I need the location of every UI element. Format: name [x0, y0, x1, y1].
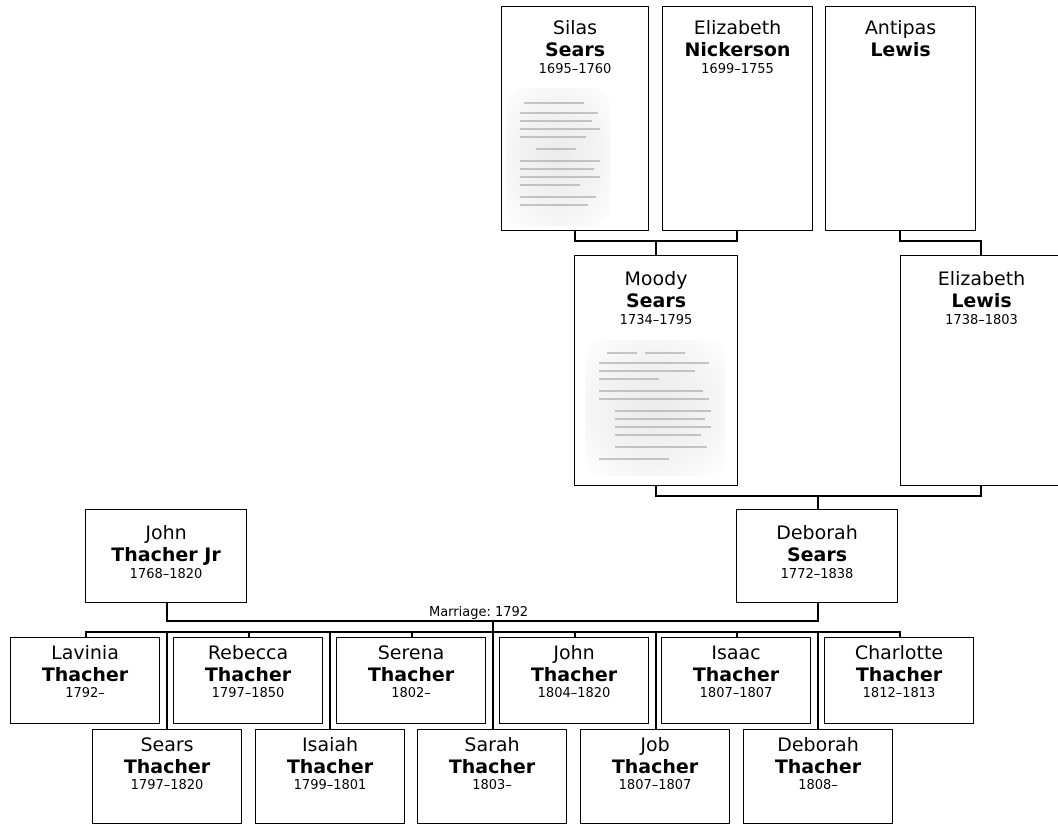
given-name: Deborah	[776, 522, 858, 544]
connector-line	[492, 620, 494, 632]
surname: Thacher	[611, 756, 699, 778]
connector-line	[329, 631, 331, 730]
life-dates: 1772–1838	[780, 567, 854, 582]
child-box[interactable]: Rebecca Thacher 1797–1850	[173, 637, 323, 724]
surname: Thacher	[774, 756, 862, 778]
person-box-antipas-lewis[interactable]: Antipas Lewis	[825, 6, 976, 231]
connector-line	[574, 230, 576, 241]
connector-line	[655, 240, 657, 256]
life-dates: 1807–1807	[618, 778, 692, 793]
life-dates: 1695–1760	[538, 62, 612, 77]
connector-line	[166, 631, 168, 730]
given-name: Deborah	[777, 734, 859, 756]
child-box[interactable]: Lavinia Thacher 1792–	[10, 637, 160, 724]
surname: Nickerson	[684, 39, 791, 61]
connector-line	[899, 230, 901, 241]
surname: Thacher	[286, 756, 374, 778]
child-box[interactable]: Sarah Thacher 1803–	[417, 729, 567, 824]
connector-line	[980, 485, 982, 496]
surname: Thacher	[448, 756, 536, 778]
person-box-silas-sears[interactable]: Silas Sears 1695–1760	[501, 6, 649, 231]
surname: Thacher Jr	[111, 544, 221, 566]
life-dates: 1738–1803	[945, 313, 1018, 328]
given-name: John	[553, 642, 595, 664]
surname: Sears	[786, 544, 848, 566]
life-dates: 1699–1755	[701, 62, 774, 77]
life-dates: 1808–	[798, 778, 838, 793]
given-name: Serena	[377, 642, 445, 664]
child-box[interactable]: Serena Thacher 1802–	[336, 637, 486, 724]
life-dates: 1792–	[65, 686, 105, 701]
surname: Thacher	[530, 664, 618, 686]
given-name: Rebecca	[207, 642, 289, 664]
surname: Thacher	[204, 664, 292, 686]
given-name: Sears	[140, 734, 194, 756]
given-name: Antipas	[864, 17, 937, 39]
child-box[interactable]: Deborah Thacher 1808–	[743, 729, 893, 824]
person-box-elizabeth-lewis[interactable]: Elizabeth Lewis 1738–1803	[900, 255, 1058, 486]
given-name: Silas	[552, 17, 598, 39]
connector-line	[655, 631, 657, 730]
connector-line	[736, 230, 738, 241]
child-box[interactable]: Isaac Thacher 1807–1807	[661, 637, 811, 724]
document-thumbnail[interactable]	[585, 340, 725, 476]
given-name: Isaac	[711, 642, 761, 664]
life-dates: 1734–1795	[619, 313, 693, 328]
connector-line	[899, 240, 982, 242]
life-dates: 1768–1820	[129, 567, 203, 582]
surname: Lewis	[951, 290, 1012, 312]
surname: Thacher	[41, 664, 129, 686]
connector-line	[899, 631, 901, 638]
given-name: Sarah	[464, 734, 520, 756]
connector-line	[85, 631, 87, 638]
person-box-moody-sears[interactable]: Moody Sears 1734–1795	[574, 255, 738, 486]
connector-line	[492, 631, 494, 730]
child-box[interactable]: Isaiah Thacher 1799–1801	[255, 729, 405, 824]
person-box-john-thacher-jr[interactable]: John Thacher Jr 1768–1820	[85, 509, 247, 603]
given-name: Isaiah	[301, 734, 359, 756]
surname: Thacher	[692, 664, 780, 686]
given-name: Charlotte	[854, 642, 944, 664]
connector-line	[817, 495, 819, 510]
connector-line	[817, 631, 819, 730]
connector-line	[655, 485, 657, 496]
surname: Thacher	[855, 664, 943, 686]
connector-line	[411, 631, 413, 638]
child-box[interactable]: Sears Thacher 1797–1820	[92, 729, 242, 824]
person-box-elizabeth-nickerson[interactable]: Elizabeth Nickerson 1699–1755	[662, 6, 813, 231]
given-name: Elizabeth	[693, 17, 782, 39]
child-box[interactable]: John Thacher 1804–1820	[499, 637, 649, 724]
person-box-deborah-sears[interactable]: Deborah Sears 1772–1838	[736, 509, 898, 603]
marriage-label: Marriage: 1792	[427, 605, 531, 620]
life-dates: 1803–	[472, 778, 512, 793]
connector-line	[166, 602, 168, 621]
given-name: John	[145, 522, 187, 544]
child-box[interactable]: Charlotte Thacher 1812–1813	[824, 637, 974, 724]
life-dates: 1807–1807	[699, 686, 773, 701]
given-name: Elizabeth	[937, 268, 1026, 290]
surname: Lewis	[870, 39, 931, 61]
life-dates: 1812–1813	[862, 686, 936, 701]
given-name: Lavinia	[51, 642, 119, 664]
surname: Sears	[625, 290, 687, 312]
document-thumbnail[interactable]	[506, 88, 610, 226]
life-dates: 1797–1820	[130, 778, 204, 793]
connector-line	[736, 631, 738, 638]
life-dates: 1802–	[391, 686, 431, 701]
life-dates: 1804–1820	[537, 686, 611, 701]
life-dates: 1799–1801	[293, 778, 367, 793]
surname: Sears	[544, 39, 606, 61]
life-dates: 1797–1850	[211, 686, 285, 701]
connector-line	[248, 631, 250, 638]
child-box[interactable]: Job Thacher 1807–1807	[580, 729, 730, 824]
given-name: Moody	[624, 268, 688, 290]
surname: Thacher	[367, 664, 455, 686]
connector-line	[817, 602, 819, 621]
surname: Thacher	[123, 756, 211, 778]
given-name: Job	[640, 734, 670, 756]
connector-line	[574, 631, 576, 638]
connector-line	[980, 240, 982, 256]
